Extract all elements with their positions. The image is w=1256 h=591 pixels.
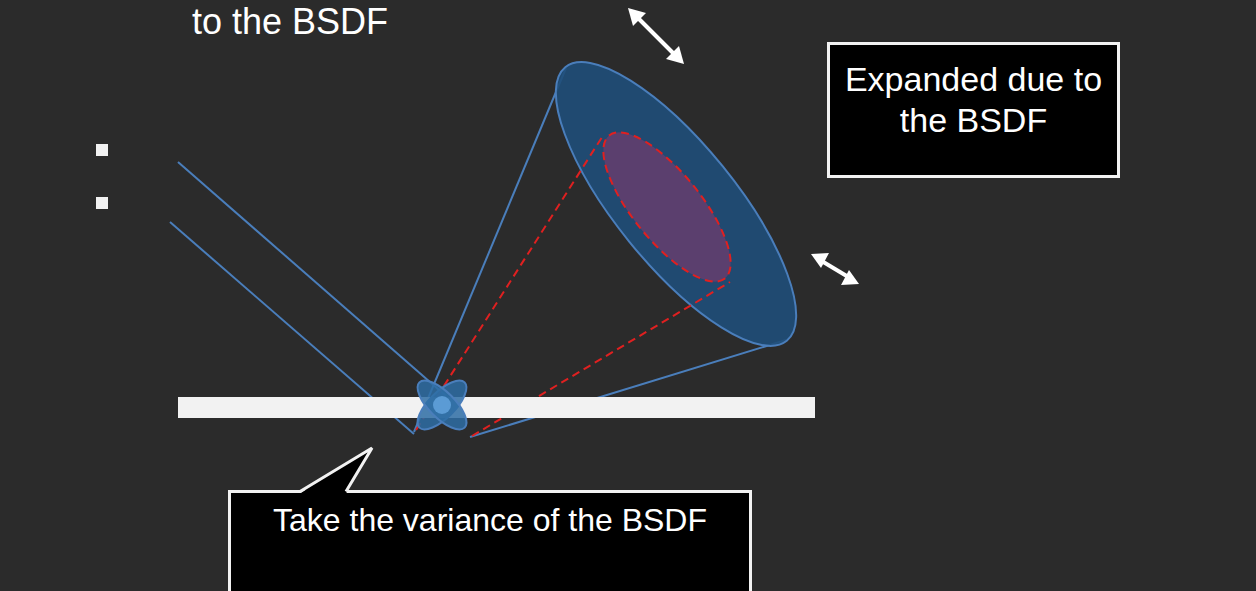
callout-text: Expanded due to the BSDF [842, 59, 1105, 141]
double-arrow [811, 253, 859, 285]
bullet-square [96, 197, 108, 209]
footprint-ellipses [410, 373, 474, 437]
heading-fragment: to the BSDF [192, 2, 388, 42]
pointer-edge [300, 448, 372, 492]
double-arrow [628, 8, 684, 64]
incoming-rays [170, 162, 446, 434]
surface-bar [178, 397, 815, 418]
bullet-square [96, 144, 108, 156]
callout-text: Take the variance of the BSDF [273, 501, 707, 539]
callout-box: Take the variance of the BSDF [228, 490, 752, 591]
callout-box: Expanded due to the BSDF [827, 42, 1120, 178]
pointer-fill [300, 448, 372, 494]
reflection-cone [414, 29, 833, 437]
